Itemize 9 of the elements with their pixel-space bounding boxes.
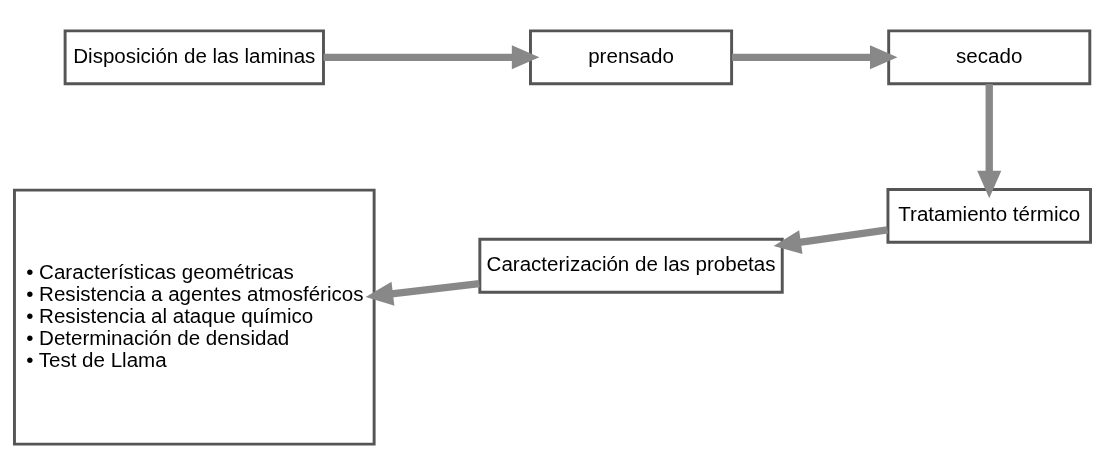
arrow	[773, 225, 889, 254]
node-box: secado	[887, 28, 1092, 85]
arrow	[365, 279, 480, 306]
node-box: Tratamiento térmico	[886, 187, 1092, 244]
node-box: Caracterización de las probetas	[478, 237, 784, 294]
node-box: Disposición de las laminas	[63, 28, 325, 85]
node-box: prensado	[529, 28, 734, 85]
node-box: • Características geométricas • Resistencia a agentes atmosféricos • Resistencia al ataque químico • Determinación de densidad • Test de Llama	[13, 188, 376, 446]
arrow	[731, 44, 898, 69]
